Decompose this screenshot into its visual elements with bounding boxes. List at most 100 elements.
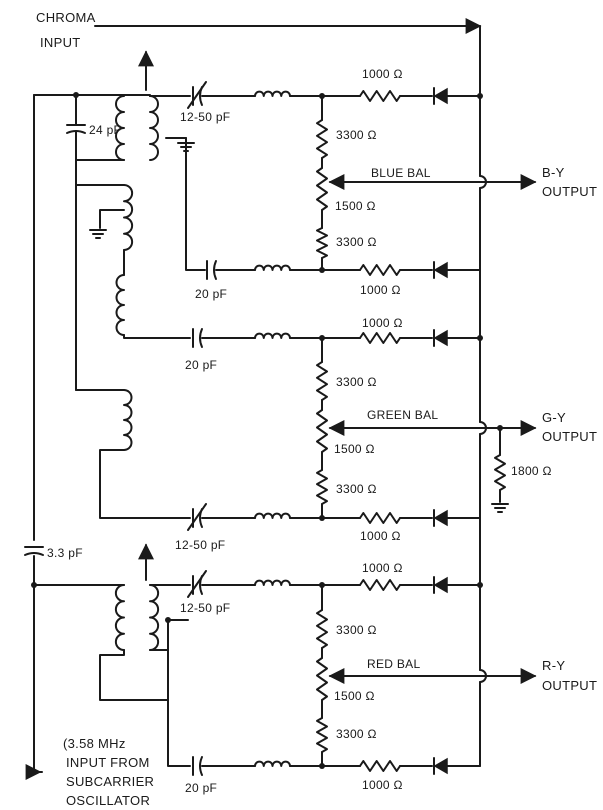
blue-bal-pot: [316, 167, 328, 211]
resistor-3300-f: [316, 717, 328, 753]
subcarrier-input-label-2: INPUT FROM: [66, 755, 150, 770]
resistor-3300-e: [316, 609, 328, 649]
wiring: [25, 18, 537, 780]
diode-blue-lower: [433, 261, 448, 279]
top-transformer-secondary: [149, 95, 159, 161]
green-bal-label: GREEN BAL: [367, 408, 438, 422]
subcarrier-input-label-4: OSCILLATOR: [66, 793, 150, 808]
bus-hop: [479, 175, 487, 189]
resistor-1800-label: 1800 Ω: [511, 464, 552, 478]
by-output-label-2: OUTPUT: [542, 184, 597, 199]
resistor-1000-a: [359, 90, 401, 102]
inductor-green-lower: [254, 512, 291, 519]
junction-dot: [31, 582, 37, 588]
diode-green-upper: [433, 329, 448, 347]
wire: [99, 449, 191, 519]
resistor-3300-d-label: 3300 Ω: [336, 482, 377, 496]
green-bal-pot: [316, 409, 328, 453]
junction-dot: [319, 335, 325, 341]
trimmer-capacitor-top: [187, 81, 207, 109]
ground-top: [177, 142, 195, 152]
red-bal-pot: [316, 657, 328, 701]
inductor-blue-lower: [254, 264, 291, 271]
chroma-input-label-2: INPUT: [40, 35, 81, 50]
resistor-3300-a-label: 3300 Ω: [336, 128, 377, 142]
capacitor-20pf-c: [192, 756, 203, 776]
labels: CHROMA INPUT 24 pF 12-50 pF 1000 Ω 3300 …: [36, 10, 597, 808]
wire: [99, 619, 189, 701]
ry-output-label: R-Y: [542, 658, 565, 673]
junction-dot: [319, 93, 325, 99]
capacitor-3-3pf: [24, 546, 44, 556]
resistor-3300-f-label: 3300 Ω: [336, 727, 377, 741]
resistor-3300-e-label: 3300 Ω: [336, 623, 377, 637]
capacitor-20pf-b: [192, 328, 203, 348]
components: [24, 81, 509, 776]
ground-gy: [491, 503, 509, 513]
resistor-1000-a-label: 1000 Ω: [362, 67, 403, 81]
diode-top: [433, 87, 448, 105]
ry-output-label-2: OUTPUT: [542, 678, 597, 693]
bot-transformer-secondary: [149, 584, 160, 651]
wire: [185, 137, 206, 271]
resistor-1000-d: [359, 512, 401, 524]
junction-dot: [319, 515, 325, 521]
resistor-3300-b-label: 3300 Ω: [336, 235, 377, 249]
top-transformer-primary: [115, 95, 125, 161]
resistor-1500-a-label: 1500 Ω: [335, 199, 376, 213]
resistor-3300-c-label: 3300 Ω: [336, 375, 377, 389]
resistor-3300-a: [316, 119, 328, 159]
mid-transformer-primary: [123, 184, 134, 251]
resistor-3300-b: [316, 227, 328, 259]
inductor-green-upper: [254, 332, 291, 339]
resistor-1000-b-label: 1000 Ω: [360, 283, 401, 297]
junction-dot: [319, 763, 325, 769]
bus-hop: [479, 421, 487, 435]
junction-dot: [319, 582, 325, 588]
resistor-1000-f-label: 1000 Ω: [362, 778, 403, 792]
mid-transformer-secondary: [115, 274, 125, 336]
chroma-input-label: CHROMA: [36, 10, 96, 25]
bot-transformer-primary: [114, 584, 125, 651]
red-bal-label: RED BAL: [367, 657, 420, 671]
inductor-top: [254, 90, 291, 97]
trimmer-capacitor-bot: [187, 570, 207, 598]
capacitor-24pf-label: 24 pF: [89, 123, 121, 137]
diode-red-upper: [433, 576, 448, 594]
resistor-1000-f: [359, 760, 401, 772]
trimmer-top-label: 12-50 pF: [180, 110, 230, 124]
bus-hop: [479, 669, 487, 683]
resistor-1800: [494, 454, 506, 491]
junction-dot: [319, 267, 325, 273]
gy-output-label-2: OUTPUT: [542, 429, 597, 444]
diode-green-lower: [433, 509, 448, 527]
junction-dot: [477, 335, 483, 341]
ground-mid: [89, 229, 107, 239]
trimmer-bot-label: 12-50 pF: [180, 601, 230, 615]
junction-dot: [73, 92, 79, 98]
junction-dot: [497, 425, 503, 431]
trimmer-mid-label: 12-50 pF: [175, 538, 225, 552]
wire: [123, 334, 191, 339]
capacitor-20pf-b-label: 20 pF: [185, 358, 217, 372]
wire: [149, 649, 191, 767]
resistor-3300-c: [316, 361, 328, 401]
capacitor-20pf-c-label: 20 pF: [185, 781, 217, 795]
capacitor-20pf-a-label: 20 pF: [195, 287, 227, 301]
resistor-1500-c-label: 1500 Ω: [334, 689, 375, 703]
resistor-1500-b-label: 1500 Ω: [334, 442, 375, 456]
subcarrier-input-label-3: SUBCARRIER: [66, 774, 154, 789]
capacitor-20pf-a: [206, 260, 217, 280]
resistor-1000-e-label: 1000 Ω: [362, 561, 403, 575]
wire: [99, 209, 125, 229]
resistor-1000-b: [359, 264, 401, 276]
diode-red-lower: [433, 757, 448, 775]
junction-dot: [477, 582, 483, 588]
resistor-1000-c-label: 1000 Ω: [362, 316, 403, 330]
junction-dot: [477, 93, 483, 99]
inductor-red-upper: [254, 579, 291, 586]
capacitor-3-3pf-label: 3.3 pF: [47, 546, 83, 560]
by-output-label: B-Y: [542, 165, 565, 180]
blue-bal-label: BLUE BAL: [371, 166, 431, 180]
